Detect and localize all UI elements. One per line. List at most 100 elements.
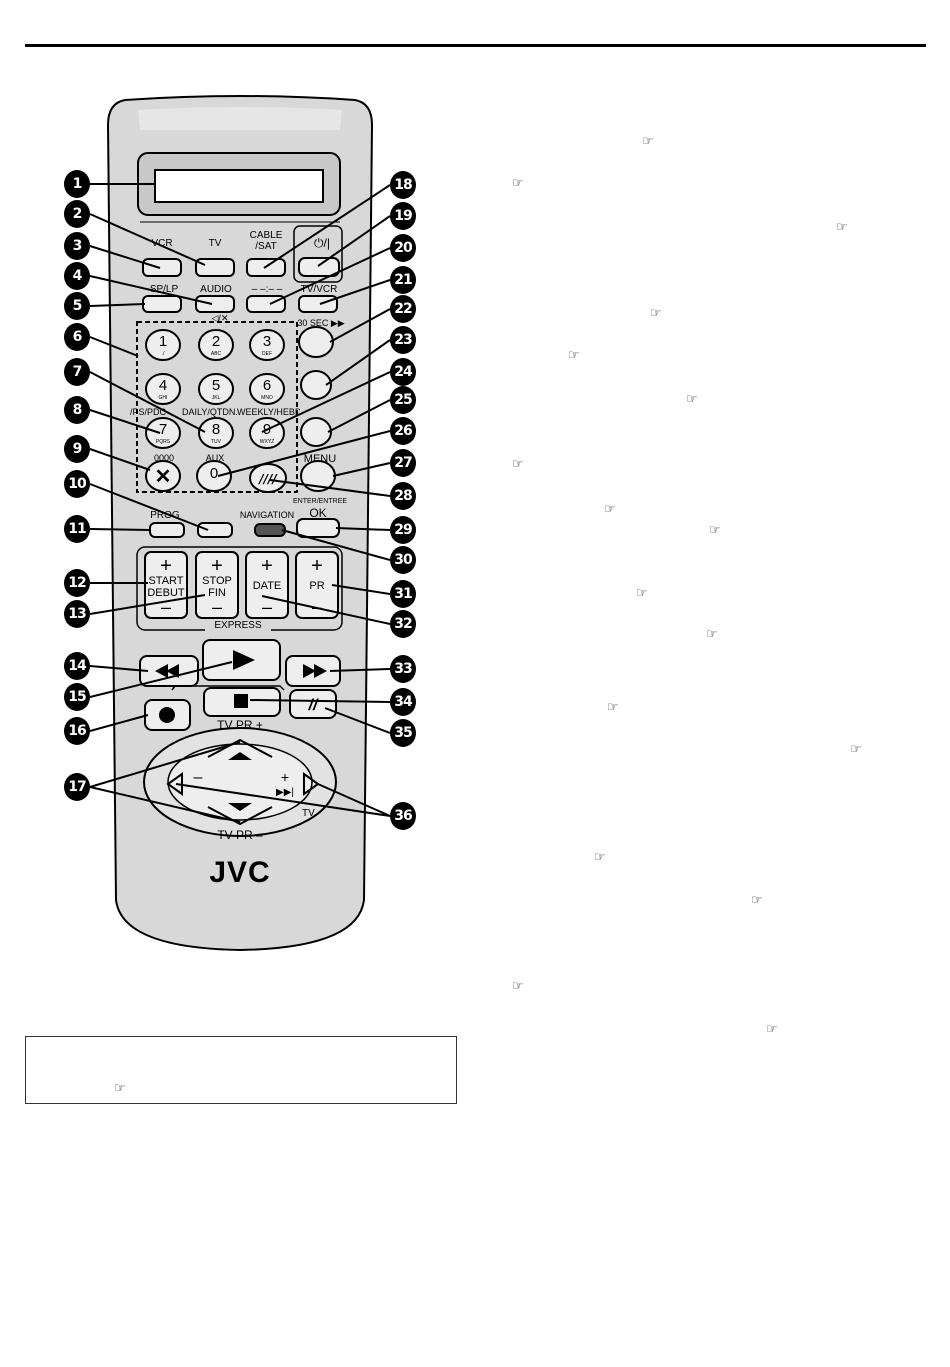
daily-label: DAILY/QTDN. [182, 407, 238, 417]
svg-text:–: – [194, 769, 203, 786]
digit-0[interactable]: 0 [209, 465, 219, 482]
digit-9[interactable]: 9 [262, 421, 272, 438]
callout-12: 12 [64, 569, 90, 597]
digit-2[interactable]: 2 [211, 333, 221, 350]
tv-pr-bottom-label: TV PR – [217, 828, 263, 842]
prog-button [149, 522, 185, 538]
callout-25: 25 [390, 386, 416, 414]
tv-side-label: TV [302, 808, 315, 819]
tv-vcr-label: TV/VCR [300, 284, 338, 295]
callout-23: 23 [390, 326, 416, 354]
svg-text:+: + [261, 555, 273, 577]
callout-19: 19 [390, 202, 416, 230]
callout-9: 9 [64, 435, 90, 463]
down-arrow-icon [207, 806, 273, 826]
page-ref-icon: ☞ [512, 979, 524, 994]
jvc-logo: JVC [209, 856, 271, 889]
tv-label: TV [208, 238, 222, 249]
letters-3: DEF [262, 351, 272, 357]
digit-1[interactable]: 1 [158, 333, 168, 350]
start-button [144, 551, 188, 619]
page-ref-icon: ☞ [850, 742, 862, 757]
svg-text:+: + [281, 769, 289, 785]
callout-32: 32 [390, 610, 416, 638]
stop-button [195, 551, 239, 619]
callout-10: 10 [64, 470, 90, 498]
page-ref-icon: ☞ [642, 134, 654, 149]
tv-button [195, 258, 235, 277]
slash-button [249, 463, 287, 493]
callout-28: 28 [390, 482, 416, 510]
right-arrow-icon [303, 772, 320, 796]
digit-6[interactable]: 6 [262, 377, 272, 394]
callout-33: 33 [390, 655, 416, 683]
callout-14: 14 [64, 652, 90, 680]
audio-label: AUDIO [200, 284, 232, 295]
navigation-button [254, 523, 286, 537]
svg-text:+: + [211, 555, 223, 577]
ok-button [296, 518, 340, 538]
tv-vcr-button [298, 295, 338, 313]
page-ref-icon: ☞ [706, 627, 718, 642]
navigation-label: NAVIGATION [239, 510, 295, 520]
express-label: EXPRESS [214, 620, 262, 631]
vcr-button [142, 258, 182, 277]
page-ref-icon: ☞ [512, 457, 524, 472]
cable-sat-label: CABLE /SAT [249, 230, 283, 252]
stop-label: STOP FIN [202, 575, 232, 599]
digit-7[interactable]: 7 [158, 421, 168, 438]
vcr-label: VCR [151, 238, 173, 249]
timer-button [300, 417, 332, 447]
svg-text:–: – [212, 597, 222, 617]
svg-text:–: – [262, 597, 272, 617]
digit-4[interactable]: 4 [158, 377, 168, 394]
svg-text:+: + [160, 555, 172, 577]
digit-5[interactable]: 5 [211, 377, 221, 394]
dash-label: – –:– – [251, 284, 283, 295]
menu-label: MENU [303, 453, 337, 465]
page-ref-icon: ☞ [766, 1022, 778, 1037]
svg-text:–: – [161, 597, 171, 617]
svg-text:–: – [312, 597, 322, 617]
callout-26: 26 [390, 417, 416, 445]
page-ref-icon: ☞ [114, 1081, 126, 1096]
letters-2: ABC [210, 351, 222, 357]
callout-17: 17 [64, 773, 90, 801]
callout-27: 27 [390, 449, 416, 477]
callout-30: 30 [390, 546, 416, 574]
svg-text:+: + [311, 555, 323, 577]
callout-2: 2 [64, 200, 90, 228]
sp-lp-button [142, 295, 182, 313]
weekly-label: WEEKLY/HEBDO [237, 407, 300, 417]
callout-22: 22 [390, 295, 416, 323]
svg-text://: // [308, 697, 319, 714]
callout-3: 3 [64, 232, 90, 260]
callout-20: 20 [390, 234, 416, 262]
page-ref-icon: ☞ [751, 893, 763, 908]
tv-pr-top-label: TV PR + [217, 718, 263, 732]
digit-8[interactable]: 8 [211, 421, 221, 438]
callout-29: 29 [390, 516, 416, 544]
start-label: START DEBUT [147, 575, 185, 599]
pr-label: PR [309, 580, 325, 592]
mute-label: ◁/✕ [211, 313, 229, 323]
up-arrow-icon [207, 738, 273, 758]
power-label: ⏻/| [314, 236, 330, 250]
page-ref-icon: ☞ [568, 348, 580, 363]
digit-3[interactable]: 3 [262, 333, 272, 350]
callout-4: 4 [64, 262, 90, 290]
callout-16: 16 [64, 717, 90, 745]
page-ref-icon: ☞ [604, 502, 616, 517]
date-button [245, 551, 289, 619]
letters-7: PQRS [155, 439, 171, 445]
ok-label: OK [309, 506, 327, 520]
callout-7: 7 [64, 358, 90, 386]
cancel-label: 0000 [153, 453, 175, 463]
number-pad [145, 329, 285, 492]
thirty-sec-button [298, 326, 334, 358]
thirty-sec-label: 30 SEC ▶▶ [297, 318, 345, 328]
letters-4: GHI [158, 395, 168, 401]
callout-31: 31 [390, 580, 416, 608]
callout-15: 15 [64, 683, 90, 711]
